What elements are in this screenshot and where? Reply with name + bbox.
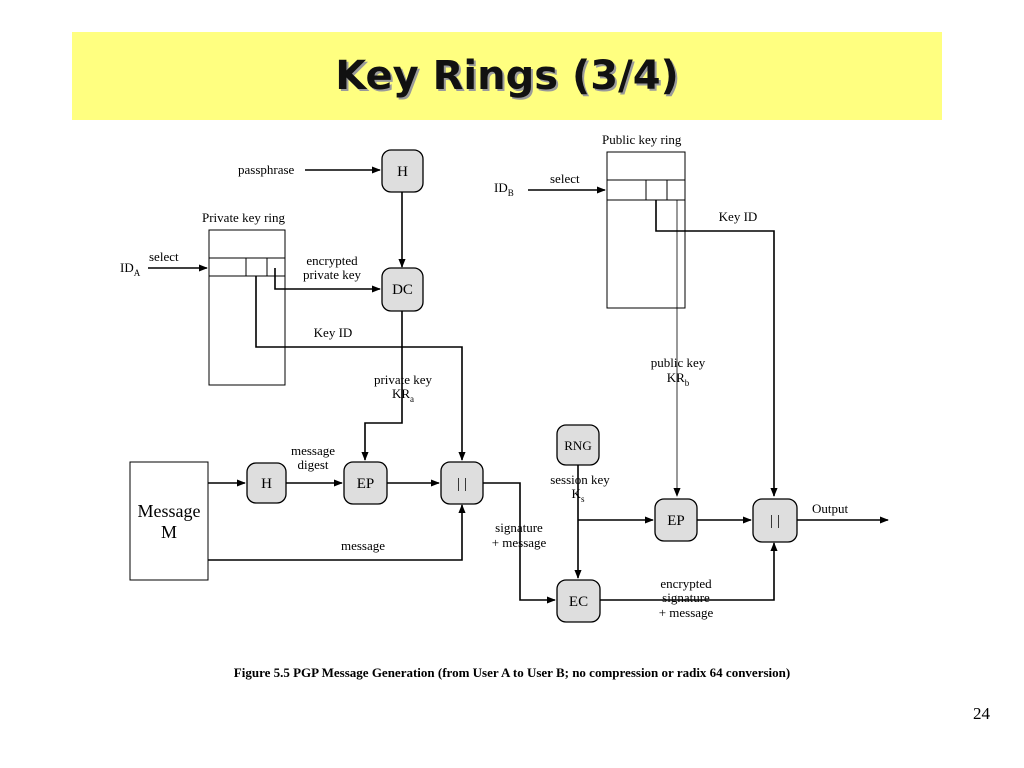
public-key-ring [606,151,686,309]
id-a-label: IDA [120,260,141,278]
signature-label-line1: signature [495,520,543,535]
key-id-left-arrow [255,276,466,461]
figure-caption: Figure 5.5 PGP Message Generation (from … [233,665,791,680]
private-key-label-line1: private key [374,372,433,387]
select-b-label: select [550,171,580,186]
ep-left-node: EP [343,461,388,505]
session-key-label-line2: Ks [572,486,585,504]
ep-right-node: EP [654,498,698,542]
public-key-label-line1: public key [651,355,706,370]
public-key-ring-label: Public key ring [602,132,682,147]
message-box-label: Message [138,501,201,521]
passphrase-label: passphrase [238,162,295,177]
message-digest-label-line1: message [291,443,335,458]
dc-node: DC [381,267,424,312]
dc-to-ep-arrow [361,311,403,461]
title-banner: Key Rings (3/4) [72,32,942,120]
svg-text:H: H [397,164,408,180]
h-message-node: H [246,462,287,504]
svg-text:EP: EP [667,513,685,529]
session-key-label-line1: session key [550,472,610,487]
rng-node: RNG [556,424,600,466]
encrypted-signature-label-line3: + message [659,605,714,620]
key-id-right-label: Key ID [719,209,758,224]
svg-text:RNG: RNG [564,438,591,453]
message-label: message [341,538,385,553]
encrypted-signature-label-line2: signature [662,590,710,605]
message-box: Message M [129,461,209,581]
private-key-label-line2: KRa [392,386,414,404]
slide-title: Key Rings (3/4) [335,53,679,99]
h-top-node: H [381,149,424,193]
encrypted-private-key-label-line2: private key [303,267,362,282]
page-number: 24 [973,704,990,723]
message-digest-label-line2: digest [297,457,328,472]
key-id-right-arrow [655,200,778,497]
ec-to-concat-right-arrow [600,542,778,601]
public-key-label-line2: KRb [667,370,690,388]
output-label: Output [812,501,849,516]
select-a-label: select [149,249,179,264]
svg-text:EP: EP [357,476,375,492]
message-to-concat-arrow [208,504,466,561]
key-id-left-label: Key ID [314,325,353,340]
svg-text:EC: EC [569,594,588,610]
id-b-label: IDB [494,180,514,198]
private-key-ring [208,229,286,386]
encrypted-private-key-label-line1: encrypted [306,253,358,268]
encrypted-private-key-arrow [274,268,381,293]
svg-text:| |: | | [457,476,467,492]
signature-to-ec-arrow [483,482,556,604]
private-key-ring-label: Private key ring [202,210,286,225]
ec-node: EC [556,579,601,623]
encrypted-signature-label-line1: encrypted [660,576,712,591]
concat-left-node: | | [440,461,484,505]
svg-text:| |: | | [770,513,780,529]
signature-label-line2: + message [492,535,547,550]
svg-text:DC: DC [392,282,413,298]
svg-text:H: H [261,476,272,492]
message-box-symbol: M [161,522,177,542]
concat-right-node: | | [752,498,798,543]
